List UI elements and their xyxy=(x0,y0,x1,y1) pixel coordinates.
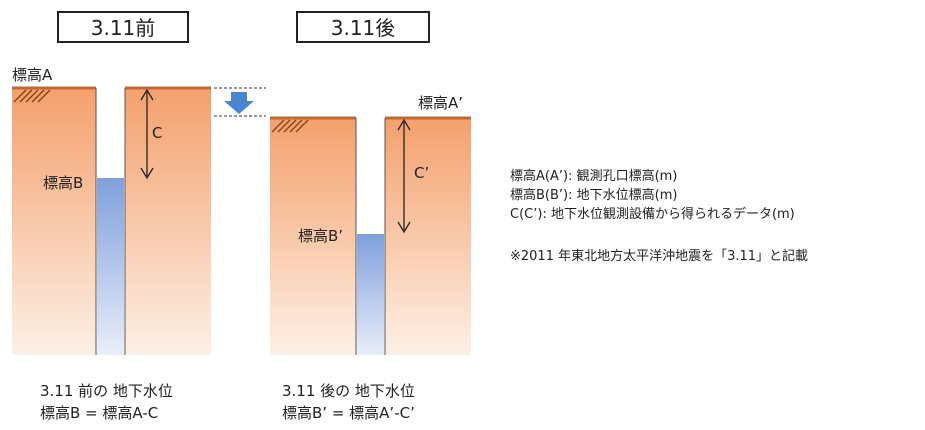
after-c-label: C’ xyxy=(414,164,429,182)
before-ground-right xyxy=(125,88,211,355)
after-elevation-b-label: 標高B’ xyxy=(298,227,343,245)
ground-hatch-icon xyxy=(271,119,309,133)
after-c-dimension xyxy=(397,118,411,234)
legend-note: ※2011 年東北地方太平洋沖地震を「3.11」と記載 xyxy=(510,248,808,264)
before-ground-left xyxy=(12,88,96,355)
down-arrow-icon xyxy=(224,92,254,114)
after-elevation-a-label: 標高A’ xyxy=(418,94,463,112)
subsidence-indicator xyxy=(214,87,266,117)
before-elevation-b-label: 標高B xyxy=(43,174,83,192)
after-panel: 3.11後 標高A’ C’ 標高B’ 3.11 後の 地下水位 標高B’ = 標… xyxy=(270,11,471,422)
ground-hatch-icon xyxy=(13,89,51,103)
before-c-dimension xyxy=(140,88,154,180)
after-ground-right xyxy=(385,118,471,355)
legend-line-3: C(C’): 地下水位観測設備から得られるデータ(m) xyxy=(510,206,795,222)
before-c-label: C xyxy=(152,124,162,142)
legend-line-1: 標高A(A’): 観測孔口標高(m) xyxy=(510,168,677,184)
after-caption-line1: 3.11 後の 地下水位 xyxy=(282,382,415,400)
after-title: 3.11後 xyxy=(331,16,396,40)
before-caption-line2: 標高B = 標高A-C xyxy=(40,404,158,422)
before-caption-line1: 3.11 前の 地下水位 xyxy=(40,382,173,400)
before-water-column xyxy=(97,178,124,355)
after-title-box xyxy=(296,11,430,43)
legend-line-2: 標高B(B’): 地下水位標高(m) xyxy=(510,187,677,203)
after-caption-line2: 標高B’ = 標高A’-C’ xyxy=(282,404,415,422)
before-elevation-a-label: 標高A xyxy=(12,66,53,84)
before-title-box xyxy=(57,11,189,43)
after-ground-left xyxy=(270,118,356,355)
legend: 標高A(A’): 観測孔口標高(m) 標高B(B’): 地下水位標高(m) C(… xyxy=(510,168,808,264)
before-title: 3.11前 xyxy=(91,16,156,40)
after-water-column xyxy=(357,234,384,355)
before-panel: 3.11前 標高A C 標高B 3.11 前の 地下水位 標 xyxy=(12,11,211,422)
